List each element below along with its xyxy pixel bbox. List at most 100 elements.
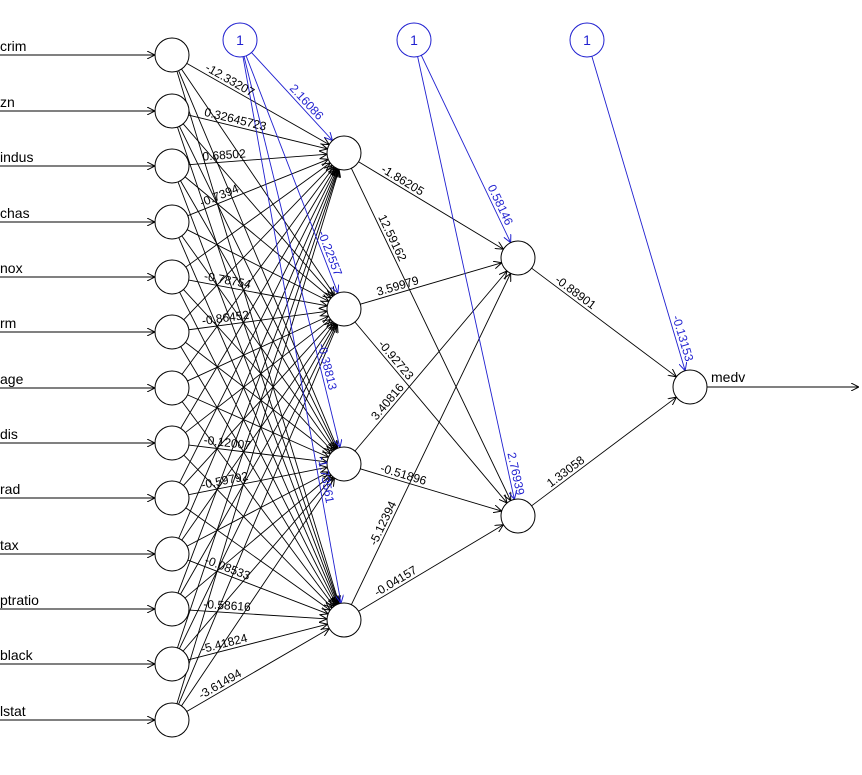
edge-in7-h1 bbox=[185, 320, 329, 433]
input-label-nox: nox bbox=[0, 260, 23, 276]
edge-in1-h1 bbox=[182, 123, 332, 296]
weight-label-in4-h1: -0.78754 bbox=[203, 269, 252, 291]
edge-in3-h2 bbox=[181, 235, 334, 449]
connection-layer bbox=[0, 53, 858, 720]
input-node-crim bbox=[154, 37, 190, 73]
bias1-edge-h1 bbox=[245, 55, 337, 292]
input-node-indus bbox=[154, 148, 190, 184]
input-node-black bbox=[154, 646, 190, 682]
edge-in10-h2 bbox=[184, 476, 330, 599]
weight-label-h20-out: -0.88901 bbox=[552, 273, 599, 313]
input-label-age: age bbox=[0, 371, 24, 387]
weight-label-in12-h3: -3.61494 bbox=[196, 666, 244, 702]
input-label-rm: rm bbox=[0, 315, 16, 331]
edge-in9-h3 bbox=[187, 559, 327, 613]
edge-in1-h3 bbox=[177, 126, 338, 603]
weight-label-h13-h21: -0.04157 bbox=[372, 563, 420, 599]
bias1-edge-h3 bbox=[242, 56, 341, 603]
bias3-weight-label-out: -0.13153 bbox=[669, 314, 696, 364]
edge-h10-h21 bbox=[350, 168, 510, 499]
edge-in11-h0 bbox=[176, 170, 338, 649]
bias1-edge-h0 bbox=[251, 52, 332, 140]
weight-label-h21-out: 1.33058 bbox=[544, 453, 587, 490]
hidden1-node-3 bbox=[326, 446, 362, 482]
edge-h12-h21 bbox=[360, 468, 500, 511]
edge-in2-h2 bbox=[180, 180, 335, 449]
bias3-edge-out bbox=[591, 56, 685, 369]
edge-in11-h1 bbox=[179, 325, 336, 649]
input-node-chas bbox=[154, 204, 190, 240]
edge-in9-h2 bbox=[186, 472, 328, 547]
input-label-dis: dis bbox=[0, 426, 18, 442]
weight-label-in11-h3: -5.41824 bbox=[199, 631, 249, 656]
edge-h12-h20 bbox=[354, 272, 506, 452]
weight-label-layer: crimzninduschasnoxrmagedisradtaxptratiob… bbox=[0, 38, 745, 719]
edge-in11-h2 bbox=[182, 478, 332, 652]
edge-in0-h0 bbox=[186, 63, 329, 144]
weight-label-in5-h1: -0.86452 bbox=[201, 308, 250, 328]
edge-h20-out bbox=[531, 267, 676, 376]
input-label-zn: zn bbox=[0, 94, 15, 110]
weight-label-in2-h0: 0.68502 bbox=[202, 146, 247, 163]
edge-in9-h1 bbox=[181, 324, 334, 541]
edge-in1-h0 bbox=[188, 114, 327, 149]
edge-in3-h3 bbox=[178, 237, 337, 604]
input-node-tax bbox=[154, 536, 190, 572]
edge-in8-h1 bbox=[183, 322, 331, 486]
input-label-crim: crim bbox=[0, 38, 26, 54]
edge-in3-h1 bbox=[186, 229, 328, 301]
edge-in4-h2 bbox=[183, 289, 332, 451]
input-node-nox bbox=[154, 259, 190, 295]
hidden1-node-4 bbox=[326, 602, 362, 638]
edge-in12-h0 bbox=[176, 170, 339, 704]
weight-label-h10-h20: -1.86205 bbox=[379, 162, 427, 199]
bias-node-1 bbox=[222, 22, 258, 58]
input-label-ptratio: ptratio bbox=[0, 592, 39, 608]
weight-label-in1-h0: 0.32645723 bbox=[203, 105, 268, 134]
bias-node-1-label: 1 bbox=[236, 32, 244, 48]
weight-label-h10-h21: 12.59162 bbox=[375, 212, 409, 263]
bias2-edge-h20 bbox=[420, 55, 510, 241]
edge-in12-h1 bbox=[178, 326, 337, 705]
weight-label-in7-h2: -0.12007 bbox=[203, 433, 252, 453]
edge-in2-h3 bbox=[177, 181, 338, 603]
output-node bbox=[672, 369, 708, 405]
input-node-lstat bbox=[154, 702, 190, 738]
edge-in3-h0 bbox=[187, 160, 328, 217]
edge-in8-h2 bbox=[188, 467, 327, 496]
hidden2-node-1 bbox=[500, 240, 536, 276]
edge-in1-h2 bbox=[179, 126, 336, 448]
edge-in10-h1 bbox=[180, 325, 335, 595]
edge-h13-h20 bbox=[350, 274, 510, 605]
edge-in0-h1 bbox=[181, 68, 334, 294]
input-node-rad bbox=[154, 480, 190, 516]
edge-in7-h3 bbox=[183, 454, 332, 607]
input-label-indus: indus bbox=[0, 149, 33, 165]
bias-node-3 bbox=[569, 22, 605, 58]
edge-h11-h21 bbox=[354, 321, 506, 502]
input-label-rad: rad bbox=[0, 481, 20, 497]
edge-in6-h0 bbox=[181, 168, 333, 375]
input-node-zn bbox=[154, 93, 190, 129]
output-label-medv: medv bbox=[711, 369, 745, 385]
bias1-weight-label-h2: -0.38813 bbox=[315, 342, 340, 392]
edge-in6-h2 bbox=[187, 394, 328, 457]
edge-in0-h3 bbox=[176, 71, 339, 603]
bias1-edge-h2 bbox=[243, 56, 340, 447]
weight-label-h11-h21: -0.92723 bbox=[375, 337, 416, 383]
hidden2-node-2 bbox=[500, 498, 536, 534]
input-node-dis bbox=[154, 425, 190, 461]
input-node-rm bbox=[154, 314, 190, 350]
weight-label-h12-h21: -0.51896 bbox=[379, 461, 429, 488]
edge-in5-h3 bbox=[180, 346, 335, 605]
input-node-age bbox=[154, 370, 190, 406]
hidden1-node-1 bbox=[326, 135, 362, 171]
edge-h11-h20 bbox=[360, 263, 500, 305]
edge-in11-h3 bbox=[188, 624, 326, 661]
bias2-weight-label-h20: 0.58146 bbox=[485, 182, 516, 227]
edge-in6-h1 bbox=[187, 317, 327, 382]
bias2-weight-label-h21: 2.76939 bbox=[504, 451, 527, 497]
weight-label-in10-h3: -0.58616 bbox=[203, 597, 251, 614]
